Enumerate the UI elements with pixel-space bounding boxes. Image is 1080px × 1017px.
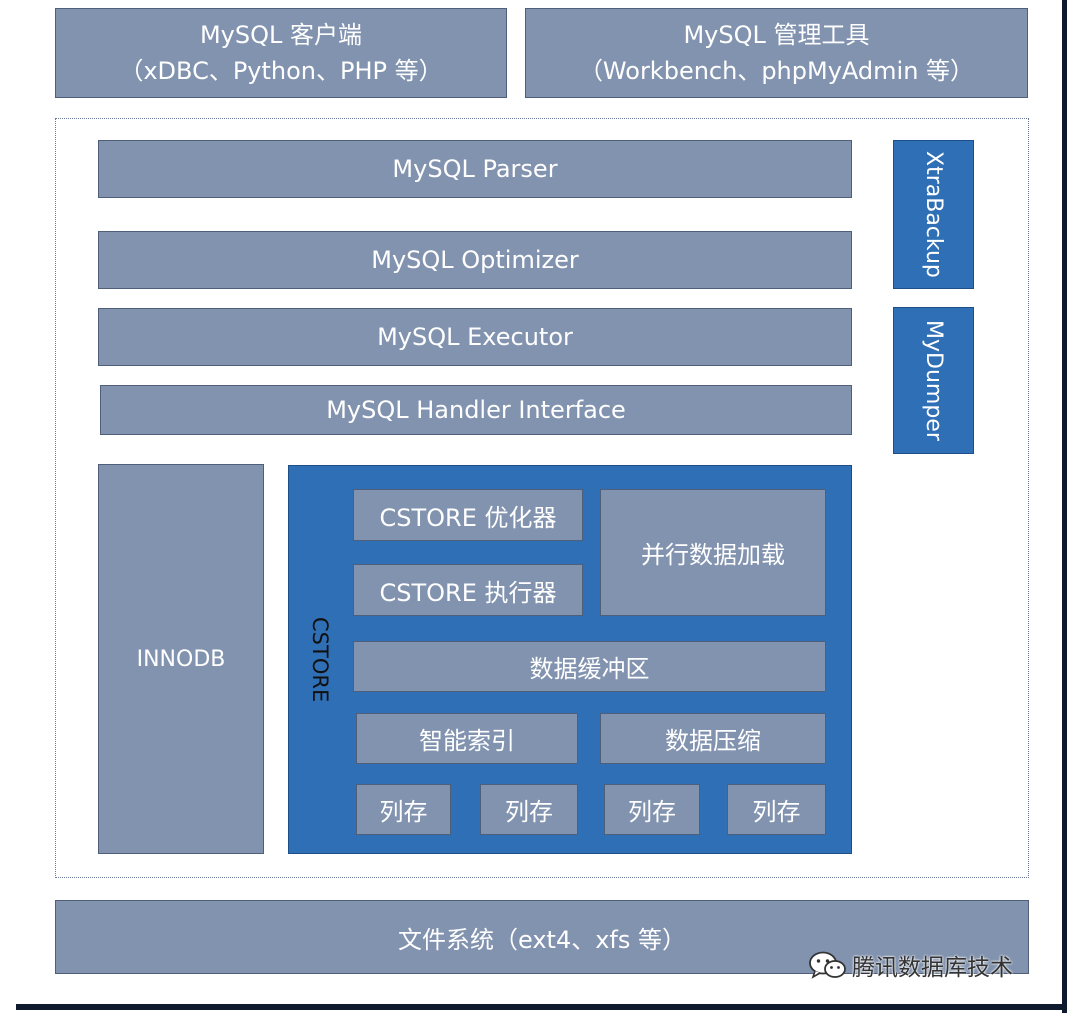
filesystem-box: 文件系统（ext4、xfs 等） — [55, 900, 1029, 974]
mysql-client-subtitle: （xDBC、Python、PHP 等） — [119, 57, 443, 85]
data-buffer-box: 数据缓冲区 — [353, 641, 826, 692]
column-store-label: 列存 — [505, 798, 553, 826]
cstore-engine-label: CSTORE — [308, 617, 332, 703]
cstore-executor-label: CSTORE 执行器 — [379, 578, 557, 607]
column-store-box: 列存 — [480, 784, 578, 835]
cstore-optimizer-box: CSTORE 优化器 — [353, 489, 583, 541]
cstore-executor-box: CSTORE 执行器 — [353, 564, 583, 616]
mysql-executor-label: MySQL Executor — [377, 323, 573, 351]
data-compression-box: 数据压缩 — [600, 713, 826, 764]
data-compression-label: 数据压缩 — [665, 727, 761, 755]
parallel-data-load-label: 并行数据加载 — [641, 541, 785, 569]
column-store-box: 列存 — [727, 784, 826, 835]
innodb-box: INNODB — [98, 464, 264, 854]
cstore-optimizer-label: CSTORE 优化器 — [379, 503, 557, 532]
mysql-server-container — [55, 118, 1029, 878]
column-store-label: 列存 — [379, 798, 428, 826]
parallel-data-load-box: 并行数据加载 — [600, 489, 826, 616]
mydumper-label: MyDumper — [921, 320, 946, 441]
data-buffer-label: 数据缓冲区 — [529, 655, 650, 683]
cstore-engine-label-wrap: CSTORE — [300, 610, 340, 710]
xtrabackup-box: XtraBackup — [893, 140, 974, 289]
xtrabackup-label: XtraBackup — [921, 151, 946, 278]
smart-index-box: 智能索引 — [356, 713, 578, 764]
frame-right-border — [1062, 0, 1067, 1013]
mysql-client-box: MySQL 客户端 （xDBC、Python、PHP 等） — [55, 8, 507, 98]
mysql-optimizer-box: MySQL Optimizer — [98, 231, 852, 289]
mysql-parser-label: MySQL Parser — [392, 155, 558, 183]
mydumper-box: MyDumper — [893, 307, 974, 454]
wechat-watermark: 腾讯数据库技术 — [808, 948, 1013, 982]
watermark-text: 腾讯数据库技术 — [852, 955, 1013, 981]
mysql-handler-interface-box: MySQL Handler Interface — [100, 385, 852, 435]
mysql-handler-interface-label: MySQL Handler Interface — [326, 396, 626, 424]
mysql-optimizer-label: MySQL Optimizer — [371, 246, 579, 274]
mysql-tools-box: MySQL 管理工具 （Workbench、phpMyAdmin 等） — [525, 8, 1028, 98]
mysql-executor-box: MySQL Executor — [98, 308, 852, 366]
mysql-tools-title: MySQL 管理工具 — [683, 21, 870, 49]
column-store-box: 列存 — [604, 784, 700, 835]
mysql-parser-box: MySQL Parser — [98, 140, 852, 198]
column-store-box: 列存 — [356, 784, 451, 835]
wechat-icon — [809, 951, 846, 979]
smart-index-label: 智能索引 — [419, 727, 515, 755]
frame-bottom-border — [16, 1004, 1067, 1010]
mysql-client-title: MySQL 客户端 — [199, 21, 363, 49]
filesystem-label: 文件系统（ext4、xfs 等） — [397, 925, 686, 954]
column-store-label: 列存 — [752, 798, 801, 826]
innodb-label: INNODB — [136, 646, 226, 672]
column-store-label: 列存 — [628, 798, 676, 826]
mysql-tools-subtitle: （Workbench、phpMyAdmin 等） — [578, 57, 975, 85]
